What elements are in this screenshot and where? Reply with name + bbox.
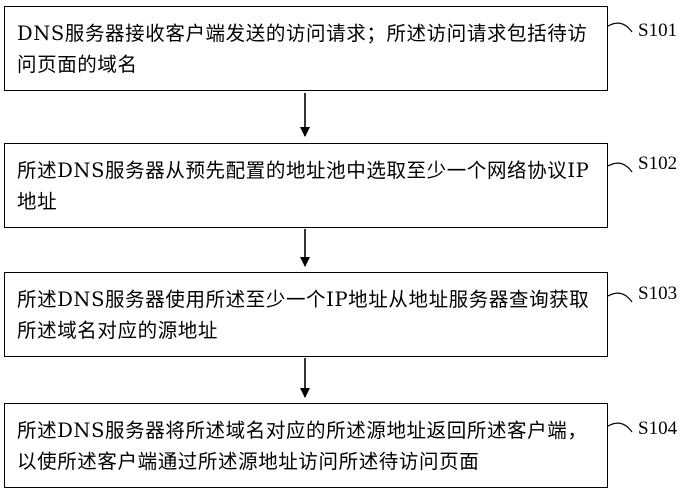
- leader-s103: [607, 292, 633, 303]
- step-text-s103: 所述DNS服务器使用所述至少一个IP地址从地址服务器查询获取所述域名对应的源地址: [17, 287, 590, 342]
- step-box-s102: 所述DNS服务器从预先配置的地址池中选取至少一个网络协议IP地址: [4, 143, 608, 228]
- leader-s102: [607, 162, 633, 173]
- leader-s104: [607, 422, 633, 433]
- step-box-s101: DNS服务器接收客户端发送的访问请求；所述访问请求包括待访问页面的域名: [4, 6, 608, 91]
- step-label-s104: S104: [638, 418, 678, 439]
- step-label-s103: S103: [638, 283, 678, 304]
- leader-s101: [607, 22, 633, 33]
- step-label-s101: S101: [638, 20, 678, 41]
- step-text-s102: 所述DNS服务器从预先配置的地址池中选取至少一个网络协议IP地址: [17, 158, 590, 213]
- step-box-s103: 所述DNS服务器使用所述至少一个IP地址从地址服务器查询获取所述域名对应的源地址: [4, 272, 608, 357]
- step-text-s104: 所述DNS服务器将所述域名对应的所述源地址返回所述客户端，以使所述客户端通过所述…: [17, 418, 588, 473]
- step-label-s102: S102: [638, 153, 678, 174]
- step-text-s101: DNS服务器接收客户端发送的访问请求；所述访问请求包括待访问页面的域名: [17, 21, 588, 76]
- step-box-s104: 所述DNS服务器将所述域名对应的所述源地址返回所述客户端，以使所述客户端通过所述…: [4, 403, 608, 488]
